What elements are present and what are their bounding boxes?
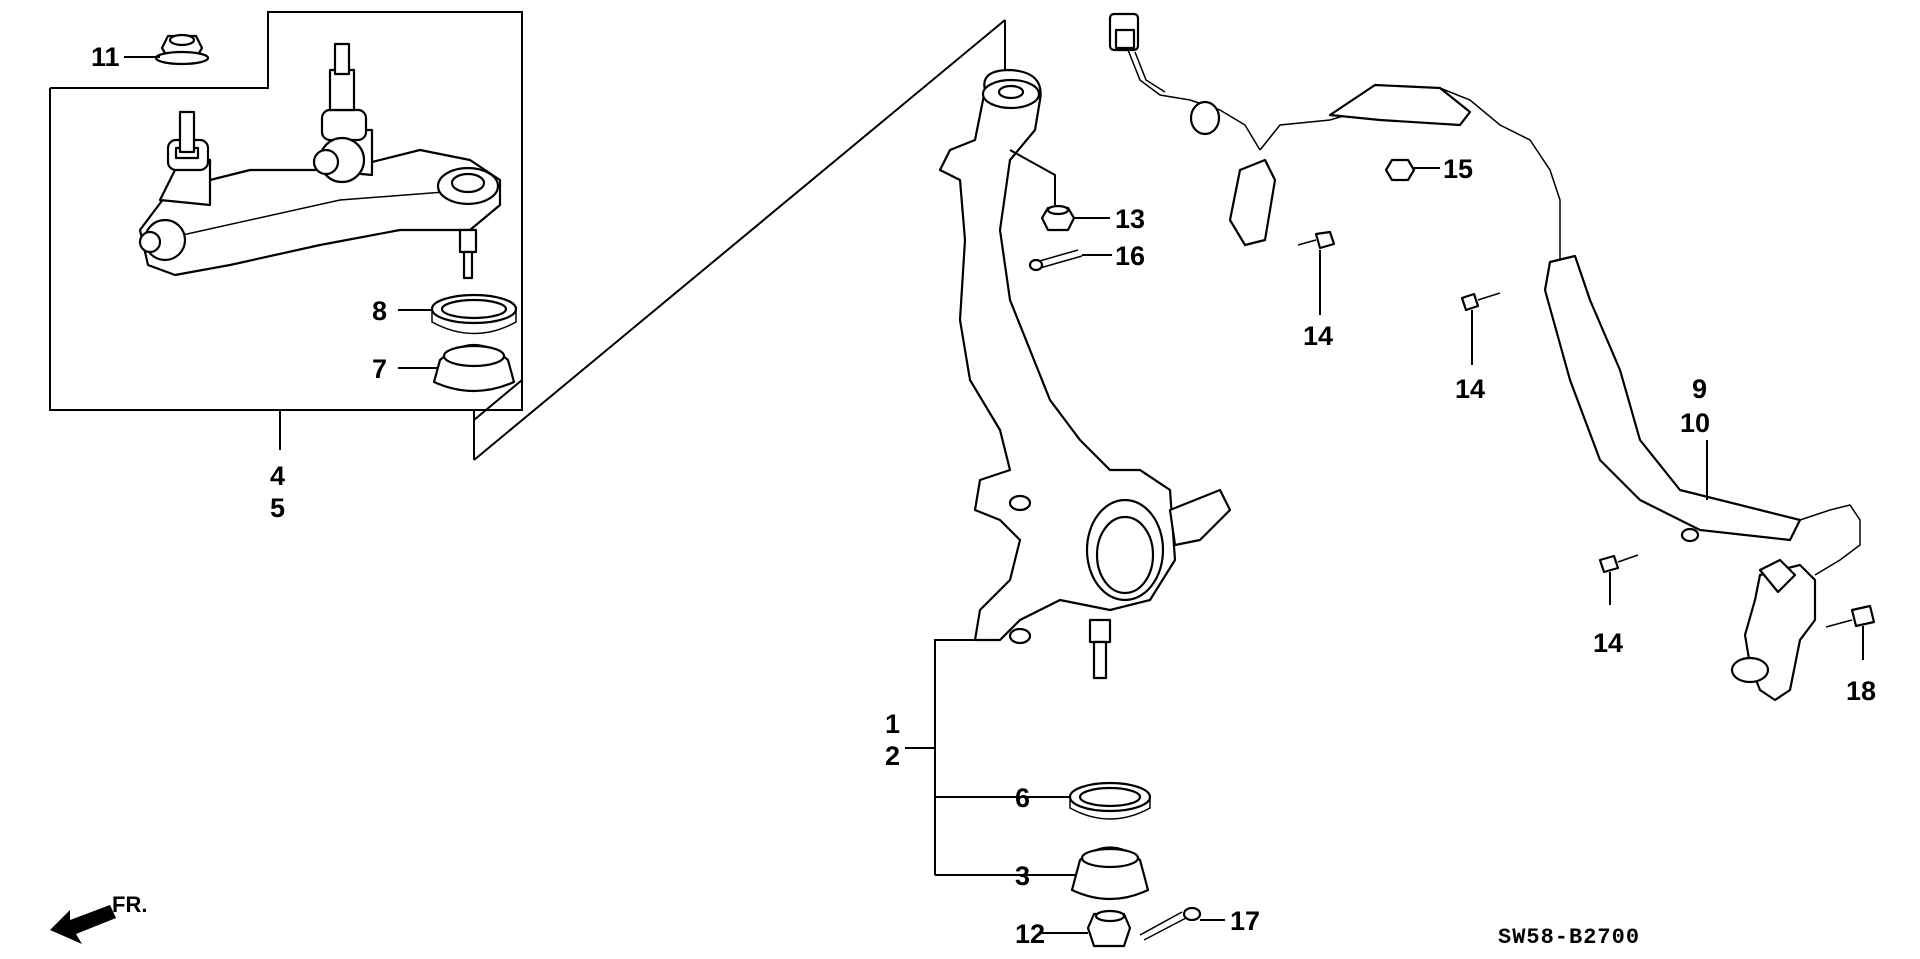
part-7-dust-boot	[432, 343, 516, 393]
part-12-castle-nut	[1086, 909, 1132, 948]
callout-7: 7	[372, 354, 387, 384]
diagram-code: SW58-B2700	[1498, 925, 1640, 950]
front-arrow-icon	[50, 905, 116, 944]
callout-2: 2	[885, 741, 900, 771]
callout-18: 18	[1846, 676, 1876, 706]
callout-8: 8	[372, 296, 387, 326]
leader-13a	[1009, 149, 1056, 205]
knuckle-leaders	[905, 639, 1080, 876]
part-17-cotter-pin	[1139, 906, 1202, 941]
part-14-bolt-b	[1460, 292, 1501, 312]
callout-14a: 14	[1303, 321, 1333, 351]
part-13-nut	[1040, 204, 1076, 232]
part-14-bolt-c	[1598, 554, 1639, 574]
callout-11: 11	[91, 42, 120, 72]
part-18-bolt	[1825, 604, 1876, 628]
part-6-seal-ring	[1068, 781, 1152, 820]
callout-10: 10	[1680, 408, 1710, 438]
callout-9: 9	[1692, 374, 1707, 404]
callout-3: 3	[1015, 861, 1030, 891]
upper-arm-group-box	[49, 11, 1006, 461]
front-indicator-label: FR.	[112, 892, 147, 917]
callout-14c: 14	[1593, 628, 1623, 658]
callout-4: 4	[270, 461, 285, 491]
callout-6: 6	[1015, 783, 1030, 813]
callout-5: 5	[270, 493, 285, 523]
part-8-seal-ring	[430, 293, 518, 335]
callout-14b: 14	[1455, 374, 1485, 404]
part-14-bolt-a	[1297, 230, 1336, 250]
abs-sensor-harness	[1108, 12, 1861, 702]
part-11-nut	[154, 33, 210, 66]
part-15-grommet	[1384, 158, 1416, 182]
callout-15: 15	[1443, 154, 1473, 184]
upper-control-arm	[138, 42, 502, 280]
callout-16: 16	[1115, 241, 1145, 271]
part-16-cotter-pin	[1028, 249, 1083, 272]
callout-13: 13	[1115, 204, 1145, 234]
callout-17: 17	[1230, 906, 1260, 936]
callout-1: 1	[885, 709, 900, 739]
steering-knuckle	[938, 68, 1232, 680]
part-3-dust-boot	[1070, 846, 1150, 901]
callout-12: 12	[1015, 919, 1045, 949]
